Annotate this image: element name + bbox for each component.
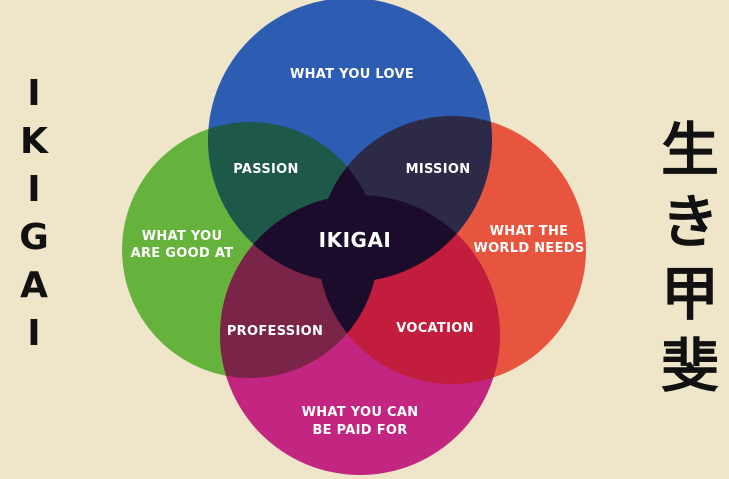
label-vocation: VOCATION	[396, 321, 474, 336]
overlap-vocation	[318, 195, 500, 384]
label-what-you-love: WHAT YOU LOVE	[290, 67, 414, 82]
label-what-you-can-be-paid-for-line2: BE PAID FOR	[312, 423, 407, 438]
left-title-char: I	[27, 169, 40, 210]
label-what-you-can-be-paid-for-line1: WHAT YOU CAN	[302, 405, 419, 420]
left-title-char: A	[20, 265, 48, 306]
label-ikigai-center: IKIGAI	[319, 228, 392, 252]
label-what-you-are-good-at-line2: ARE GOOD AT	[131, 246, 234, 261]
label-passion: PASSION	[233, 162, 298, 177]
left-title-ikigai: IKIGAI	[19, 73, 49, 354]
overlap-ikigai-core	[318, 122, 378, 360]
left-title-char: K	[20, 121, 49, 162]
right-title-char: 斐	[661, 332, 719, 400]
label-what-the-world-needs-line2: WORLD NEEDS	[473, 241, 584, 256]
label-profession: PROFESSION	[227, 324, 323, 339]
label-what-the-world-needs-line1: WHAT THE	[490, 224, 569, 239]
left-title-char: I	[27, 313, 40, 354]
label-what-you-are-good-at-line1: WHAT YOU	[142, 229, 223, 244]
right-title-char: 甲	[661, 260, 719, 328]
right-title-char: き	[661, 188, 719, 256]
right-title-char: 生	[661, 116, 719, 184]
label-mission: MISSION	[406, 162, 471, 177]
left-title-char: G	[19, 217, 49, 258]
left-title-char: I	[27, 73, 40, 114]
